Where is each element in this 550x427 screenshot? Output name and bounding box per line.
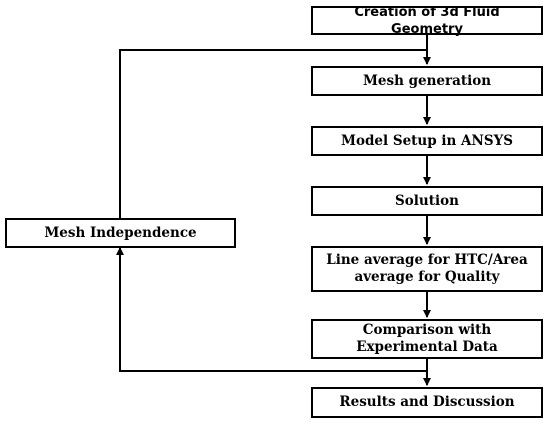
step-geometry-label: Creation of 3d Fluid Geometry: [354, 4, 500, 37]
step-comparison: Comparison with Experimental Data: [311, 319, 543, 359]
arrow-feedback-to-mesh-independence: [116, 247, 427, 372]
step-results-label: Results and Discussion: [339, 394, 515, 410]
step-line-average-line1: Line average for HTC/Area: [326, 252, 528, 268]
mesh-independence-label: Mesh Independence: [44, 224, 197, 241]
step-model-setup-label: Model Setup in ANSYS: [341, 132, 513, 149]
step-comparison-line2: Experimental Data: [356, 339, 498, 355]
arrow-mesh-independence-to-mesh-generation: [119, 49, 427, 218]
step-model-setup: Model Setup in ANSYS: [311, 126, 543, 156]
step-solution: Solution: [311, 186, 543, 216]
step-geometry: Creation of 3d Fluid Geometry: [311, 4, 543, 37]
step-comparison-line1: Comparison with: [362, 322, 492, 338]
step-mesh-generation: Mesh generation: [311, 66, 543, 96]
step-line-average-line2: average for Quality: [354, 269, 500, 285]
mesh-independence-box: Mesh Independence: [5, 218, 236, 248]
step-line-average: Line average for HTC/Area average for Qu…: [311, 246, 543, 292]
step-solution-label: Solution: [395, 192, 459, 209]
step-results: Results and Discussion: [311, 387, 543, 418]
step-mesh-generation-label: Mesh generation: [362, 72, 492, 89]
